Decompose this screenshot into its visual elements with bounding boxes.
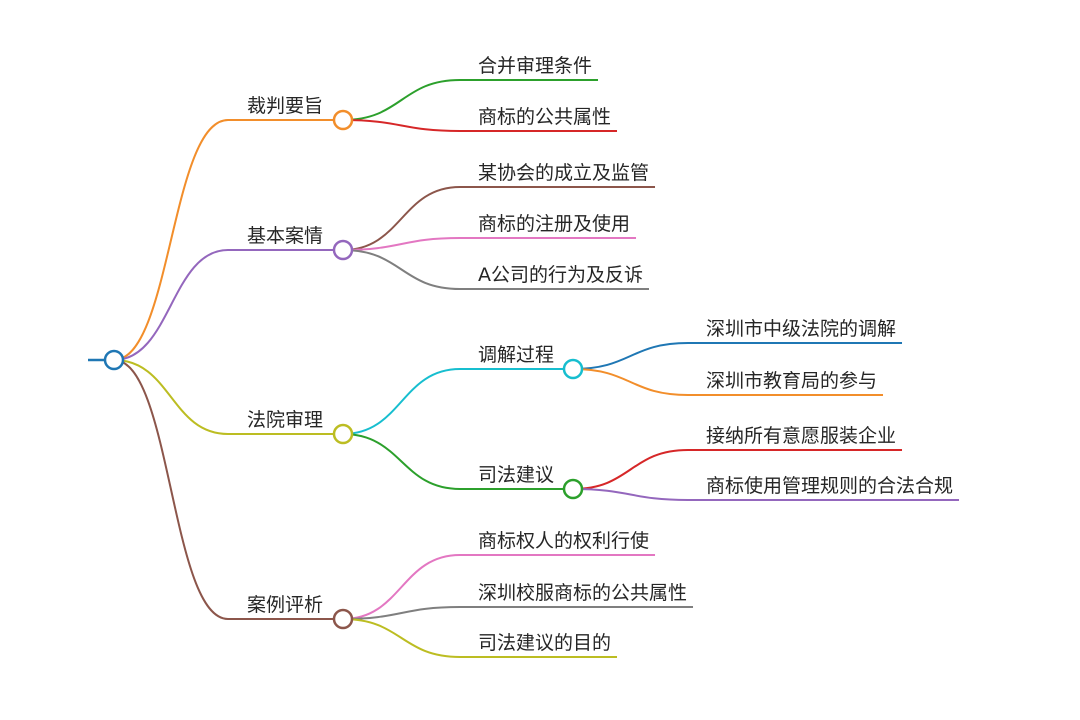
branch-1-child-2-label[interactable]: 商标的公共属性 xyxy=(478,106,611,128)
branch-1-node[interactable] xyxy=(332,109,354,131)
branch-4-child-1-label[interactable]: 商标权人的权利行使 xyxy=(478,530,649,552)
edge-branch-4-to-child-3 xyxy=(342,618,461,658)
edge-branch-2-to-child-1 xyxy=(342,186,461,251)
edge-branch-4-to-child-1 xyxy=(342,554,461,620)
branch-3-node[interactable] xyxy=(332,423,354,445)
root-node[interactable] xyxy=(103,349,125,371)
edge-branch-2-to-child-2 xyxy=(342,237,461,251)
edge-root-to-branch-3 xyxy=(113,359,229,435)
branch-4-label[interactable]: 案例评析 xyxy=(247,594,323,616)
branch-2-child-1-label[interactable]: 某协会的成立及监管 xyxy=(478,162,649,184)
branch-3-child-1-leaf-2-label[interactable]: 深圳市教育局的参与 xyxy=(706,370,877,392)
branch-3-child-1-node[interactable] xyxy=(562,358,584,380)
edge-branch-1-to-child-2 xyxy=(342,119,461,132)
edge-child-1-to-leaf-2 xyxy=(572,368,689,396)
edge-root-to-branch-2 xyxy=(113,249,229,361)
branch-2-label[interactable]: 基本案情 xyxy=(247,225,323,247)
branch-1-child-1-label[interactable]: 合并审理条件 xyxy=(478,55,592,77)
branch-2-node[interactable] xyxy=(332,239,354,261)
edge-child-1-to-leaf-1 xyxy=(572,342,689,370)
edge-child-2-to-leaf-2 xyxy=(572,488,689,501)
branch-2-child-3-label[interactable]: A公司的行为及反诉 xyxy=(478,264,643,286)
branch-1-label[interactable]: 裁判要旨 xyxy=(247,95,323,117)
branch-3-child-2-leaf-1-label[interactable]: 接纳所有意愿服装企业 xyxy=(706,425,896,447)
edge-branch-1-to-child-1 xyxy=(342,79,461,121)
edge-child-2-to-leaf-1 xyxy=(572,449,689,490)
edge-branch-4-to-child-2 xyxy=(342,606,461,620)
branch-2-child-2-label[interactable]: 商标的注册及使用 xyxy=(478,213,630,235)
branch-3-child-1-label[interactable]: 调解过程 xyxy=(478,344,554,366)
edge-root-to-branch-1 xyxy=(113,119,229,361)
branch-3-child-2-label[interactable]: 司法建议 xyxy=(478,464,554,486)
edge-branch-2-to-child-3 xyxy=(342,249,461,290)
branch-4-node[interactable] xyxy=(332,608,354,630)
edge-branch-3-to-child-2 xyxy=(342,433,461,490)
edge-branch-3-to-child-1 xyxy=(342,368,461,435)
branch-4-child-2-label[interactable]: 深圳校服商标的公共属性 xyxy=(478,582,687,604)
branch-3-child-2-leaf-2-label[interactable]: 商标使用管理规则的合法合规 xyxy=(706,475,953,497)
branch-3-label[interactable]: 法院审理 xyxy=(247,409,323,431)
edge-root-to-branch-4 xyxy=(113,359,229,620)
branch-3-child-2-node[interactable] xyxy=(562,478,584,500)
branch-4-child-3-label[interactable]: 司法建议的目的 xyxy=(478,632,611,654)
edges-layer xyxy=(113,79,960,658)
branch-3-child-1-leaf-1-label[interactable]: 深圳市中级法院的调解 xyxy=(706,318,896,340)
